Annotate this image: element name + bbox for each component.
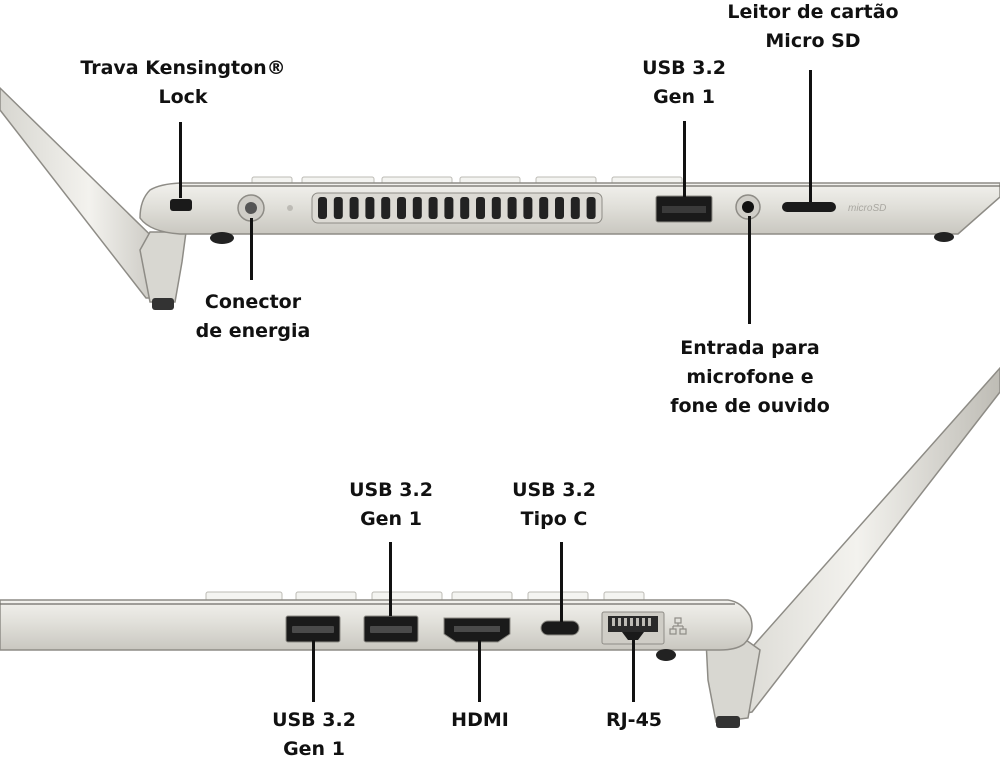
vent-slot [586, 197, 596, 219]
microsd-logo: microSD [848, 203, 886, 214]
vent-slot [318, 197, 327, 219]
vent-slot [397, 197, 406, 219]
label-usb-bottom-upper: USB 3.2 Gen 1 [349, 479, 433, 530]
usb-a-port-top [655, 195, 713, 223]
vent-slot [365, 197, 375, 219]
hdmi-port [443, 617, 511, 643]
vent-slot [349, 197, 359, 219]
microsd-slot [782, 202, 836, 212]
vent-slots [318, 197, 596, 219]
usb-a-port-bottom-2 [363, 615, 419, 643]
leader-usb-bottom-upper [389, 542, 392, 616]
foot-top-right [934, 232, 954, 242]
vent-slot [444, 197, 454, 219]
rj45-port [601, 611, 665, 645]
usb-c-port [540, 620, 580, 636]
kensington-slot [170, 199, 192, 211]
vent-slot [507, 197, 517, 219]
foot-top-left [210, 232, 234, 244]
label-rj45: RJ-45 [605, 709, 663, 731]
laptop-right-side-view [0, 366, 1000, 728]
laptop-left-side-view: microSD [0, 86, 1000, 310]
vent-slot [523, 197, 533, 219]
leader-usb-top [683, 121, 686, 197]
leader-audio [748, 216, 751, 324]
vent-slot [491, 197, 501, 219]
hinge-foot-top [152, 298, 174, 310]
hinge-foot-bottom [716, 716, 740, 728]
leader-hdmi [478, 640, 481, 702]
vent-slot [539, 197, 549, 219]
label-kensington-lock: Trava Kensington® Lock [80, 57, 286, 108]
vent-slot [476, 197, 485, 219]
leader-usb-typec [560, 542, 563, 622]
vent-slot [570, 197, 580, 219]
power-led [287, 205, 293, 211]
vent-slot [428, 197, 438, 219]
network-icon [669, 617, 687, 635]
vent-slot [333, 197, 343, 219]
label-hdmi: HDMI [451, 709, 509, 731]
leader-kensington [179, 122, 182, 198]
leader-power [250, 218, 253, 280]
label-audio-jack: Entrada para microfone e fone de ouvido [670, 337, 830, 417]
label-usb-typec: USB 3.2 Tipo C [512, 479, 596, 530]
keycaps-bottom [205, 591, 645, 602]
vent-slot [381, 197, 391, 219]
label-usb-top: USB 3.2 Gen 1 [642, 57, 726, 108]
label-power-connector: Conector de energia [195, 291, 311, 342]
vent-slot [412, 197, 422, 219]
vent-slot [460, 197, 470, 219]
leader-usb-bottom-lower [312, 640, 315, 702]
foot-bottom [656, 649, 676, 661]
label-usb-bottom-lower: USB 3.2 Gen 1 [272, 709, 356, 760]
usb-a-port-bottom-1 [285, 615, 341, 643]
leader-rj45 [632, 640, 635, 702]
label-microsd-reader: Leitor de cartão Micro SD [727, 1, 899, 52]
vent-slot [555, 197, 564, 219]
leader-microsd [809, 70, 812, 202]
